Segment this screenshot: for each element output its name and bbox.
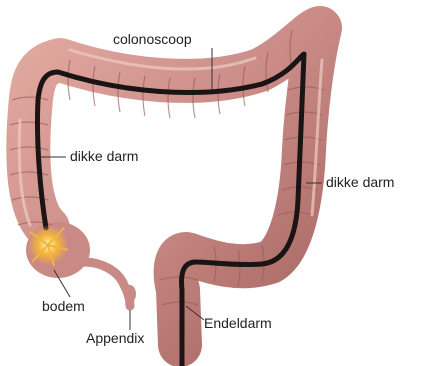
label-appendix: Appendix [86,330,144,346]
label-rectum: Endeldarm [204,315,272,331]
appendix-shape [84,262,130,306]
label-cecum: bodem [42,298,85,314]
appendix-tip [124,285,136,303]
label-colon-left: dikke darm [70,148,138,164]
label-colon-right: dikke darm [326,174,394,190]
label-colonoscope: colonoscoop [113,31,192,47]
